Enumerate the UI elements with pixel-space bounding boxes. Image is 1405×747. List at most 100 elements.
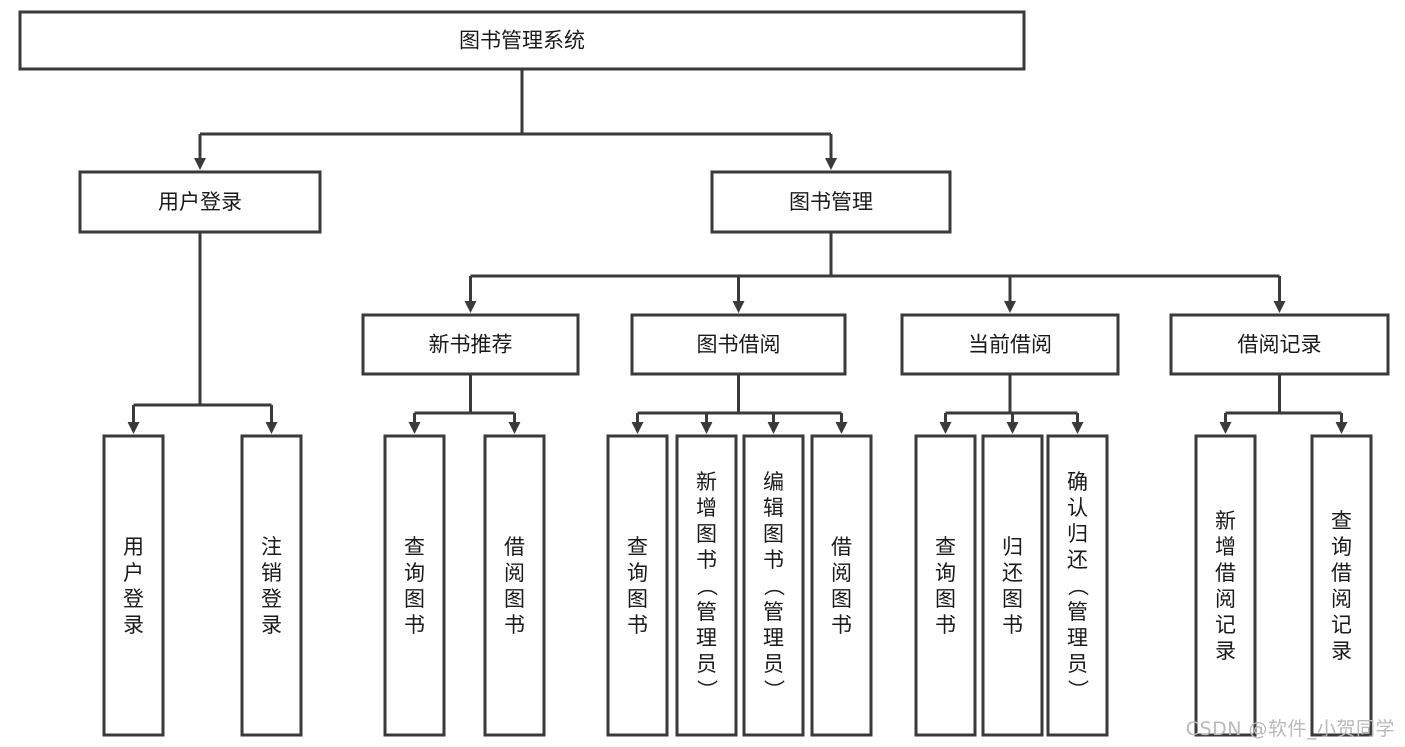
svg-text:查: 查 [404,535,425,559]
svg-text:管: 管 [1067,600,1088,624]
svg-text:增: 增 [696,496,717,520]
node-box-leaf[interactable] [981,434,1044,737]
svg-text:阅: 阅 [1331,587,1352,611]
svg-text:书: 书 [935,613,956,637]
svg-text:询: 询 [404,561,425,585]
svg-text:查: 查 [935,535,956,559]
node-box-leaf[interactable] [606,434,669,737]
arrow-head-icon [1004,301,1016,313]
node-box-level2[interactable] [78,170,322,234]
svg-text:理: 理 [696,626,717,650]
svg-text:图: 图 [696,522,717,546]
svg-text:编: 编 [763,470,784,494]
leaf-label-vertical: 用户登录 [123,535,144,637]
arrow-head-icon [127,422,140,434]
svg-text:增: 增 [1215,535,1236,559]
svg-text:图: 图 [627,587,648,611]
node-label: 新书推荐 [429,333,513,357]
arrow-head-icon [767,422,780,434]
svg-text:图: 图 [935,587,956,611]
arrow-head-icon [1071,422,1084,434]
arrow-head-icon [1006,422,1019,434]
node-box-layer [18,10,1390,737]
svg-text:用: 用 [123,535,144,559]
node-box-leaf[interactable] [742,434,805,737]
svg-text:借: 借 [1331,561,1352,585]
csdn-watermark: CSDN @软件_小贺同学 [1185,718,1395,740]
node-box-leaf[interactable] [1310,434,1373,737]
svg-text:新: 新 [696,470,717,494]
node-box-root[interactable] [18,10,1026,71]
node-box-leaf[interactable] [383,434,446,737]
svg-text:理: 理 [1067,626,1088,650]
arrow-head-icon [1335,422,1348,434]
node-box-leaf[interactable] [1194,434,1257,737]
node-box-leaf[interactable] [102,434,165,737]
svg-text:书: 书 [504,613,525,637]
svg-text:登: 登 [123,587,144,611]
svg-text:理: 理 [763,626,784,650]
svg-text:（: （ [762,575,786,596]
svg-text:询: 询 [935,561,956,585]
svg-text:录: 录 [1215,639,1236,663]
svg-text:）: ） [762,679,786,700]
svg-text:销: 销 [261,561,282,585]
node-box-leaf[interactable] [810,434,873,737]
svg-text:员: 员 [1067,652,1088,676]
svg-text:录: 录 [261,613,282,637]
node-box-leaf[interactable] [240,434,303,737]
svg-text:还: 还 [1002,561,1023,585]
svg-text:归: 归 [1067,522,1088,546]
svg-text:录: 录 [123,613,144,637]
node-box-leaf[interactable] [1046,434,1109,737]
node-box-level3[interactable] [1169,313,1390,376]
svg-text:员: 员 [696,652,717,676]
svg-text:注: 注 [261,535,282,559]
node-box-level2[interactable] [710,170,952,234]
svg-text:阅: 阅 [1215,587,1236,611]
node-box-leaf[interactable] [914,434,977,737]
svg-text:（: （ [695,575,719,596]
node-label: 当前借阅 [968,333,1052,357]
node-box-leaf[interactable] [483,434,546,737]
arrow-head-icon [939,422,952,434]
svg-text:（: （ [1066,575,1090,596]
node-label: 图书借阅 [697,333,781,357]
node-box-level3[interactable] [361,313,580,376]
svg-text:辑: 辑 [763,496,784,520]
node-label: 图书管理 [789,190,873,214]
node-label: 借阅记录 [1238,333,1322,357]
node-box-level3[interactable] [630,313,847,376]
arrow-head-icon [194,158,206,170]
arrow-head-icon [825,158,837,170]
arrow-head-icon [835,422,848,434]
svg-text:书: 书 [404,613,425,637]
svg-text:阅: 阅 [831,561,852,585]
node-label-layer: 图书管理系统用户登录图书管理新书推荐图书借阅当前借阅借阅记录用户登录注销登录查询… [123,29,1352,701]
svg-text:书: 书 [831,613,852,637]
svg-text:书: 书 [763,548,784,572]
svg-text:借: 借 [504,535,525,559]
node-box-level3[interactable] [900,313,1120,376]
node-box-leaf[interactable] [675,434,738,737]
svg-text:户: 户 [123,561,144,585]
svg-text:图: 图 [1002,587,1023,611]
svg-text:管: 管 [696,600,717,624]
node-label: 用户登录 [158,190,242,214]
svg-text:）: ） [1066,679,1090,700]
arrow-head-icon [508,422,521,434]
svg-text:认: 认 [1067,496,1088,520]
svg-text:询: 询 [1331,535,1352,559]
svg-text:查: 查 [627,535,648,559]
svg-text:归: 归 [1002,535,1023,559]
